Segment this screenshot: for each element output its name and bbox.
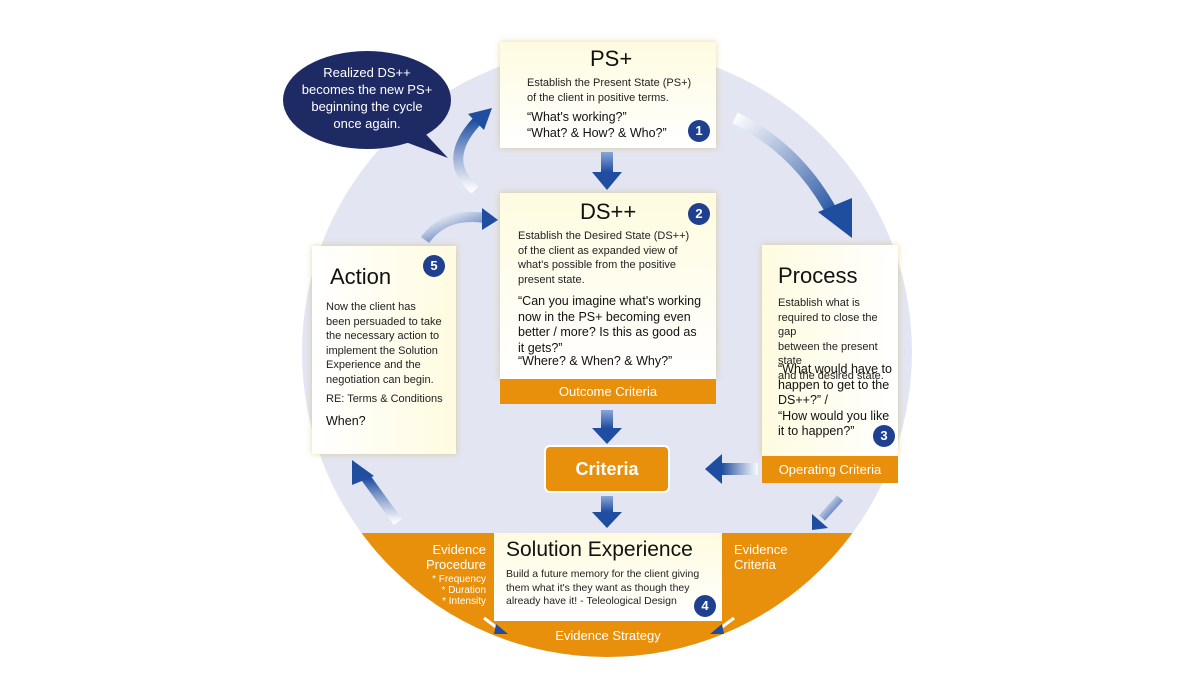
- arrow-solution-to-action: [352, 460, 403, 525]
- criteria-box: Criteria: [546, 447, 668, 491]
- bubble-line: Realized DS++: [323, 65, 411, 80]
- ps-body-line: Establish the Present State (PS+): [527, 77, 692, 89]
- process-question-line: “What would have to: [778, 362, 892, 376]
- step-4-badge: 4: [694, 595, 716, 617]
- ds-question-line: it gets?”: [518, 340, 563, 355]
- arrow-operating-to-criteria: [705, 454, 758, 484]
- solution-body-line: already have it! - Teleological Design: [506, 595, 677, 607]
- evidence-procedure-items: * Frequency * Duration * Intensity: [396, 574, 486, 607]
- solution-body-line: Build a future memory for the client giv…: [506, 568, 700, 580]
- process-body-line: and the desired state.: [778, 369, 884, 382]
- process-body-line: required to close the gap: [778, 311, 878, 339]
- evidence-item: * Intensity: [442, 596, 486, 607]
- process-title: Process: [778, 263, 858, 288]
- evidence-criteria-line: Criteria: [734, 557, 776, 572]
- arrow-ps-to-process: [732, 112, 852, 238]
- arrow-action-to-ds: [420, 208, 498, 244]
- ps-body-line: of the client in positive terms.: [527, 91, 669, 104]
- arrow-ds-to-ps: [453, 108, 492, 194]
- process-question-line: “How would you like: [778, 408, 890, 423]
- action-title: Action: [330, 264, 392, 289]
- arrow-criteria-to-solution: [592, 496, 622, 528]
- action-body-line: implement the Solution: [326, 344, 438, 357]
- ds-description: Establish the Desired State (DS++) of th…: [518, 229, 689, 287]
- ds-question-where: “Where? & When? & Why?”: [518, 354, 673, 368]
- ds-questions: “Can you imagine what's working now in t…: [518, 294, 701, 356]
- ps-title: PS+: [590, 46, 633, 71]
- arrow-procedure-to-strategy: [483, 616, 508, 634]
- step-3-badge: 3: [873, 425, 895, 447]
- speech-bubble: [283, 51, 451, 158]
- action-description: Now the client has been persuaded to tak…: [326, 300, 442, 387]
- ds-question-line: better / more? Is this as good as: [518, 325, 697, 339]
- ds-body-line: present state.: [518, 273, 585, 286]
- ps-card: PS+ Establish the Present State (PS+) of…: [500, 42, 716, 148]
- ps-description: Establish the Present State (PS+) of the…: [527, 76, 691, 105]
- solution-title: Solution Experience: [506, 538, 693, 561]
- ds-body-line: of the client as expanded view of: [518, 244, 678, 257]
- ps-question-line: “What? & How? & Who?”: [527, 125, 667, 140]
- action-when: When?: [326, 414, 366, 428]
- action-terms: RE: Terms & Conditions: [326, 393, 443, 405]
- evidence-item: * Frequency: [432, 574, 486, 585]
- evidence-item: * Duration: [441, 585, 486, 596]
- evidence-strategy: Evidence Strategy: [555, 628, 661, 643]
- action-card: Action 5 Now the client has been persuad…: [312, 246, 456, 454]
- solution-card: Solution Experience Build a future memor…: [494, 533, 722, 621]
- outcome-criteria-bar: Outcome Criteria: [500, 379, 716, 404]
- action-body-line: negotiation can begin.: [326, 373, 434, 386]
- bubble-line: becomes the new PS+: [301, 82, 433, 97]
- process-question-line: DS++?” /: [778, 393, 829, 407]
- arrow-outcome-to-criteria: [592, 410, 622, 444]
- process-body-line: between the present state: [778, 340, 878, 368]
- process-question-line: happen to get to the: [778, 377, 890, 392]
- process-questions: “What would have to happen to get to the…: [778, 362, 892, 440]
- evidence-criteria-line: Evidence: [734, 542, 788, 557]
- ds-body-line: what's possible from the positive: [518, 259, 677, 271]
- process-description: Establish what is required to close the …: [778, 296, 898, 383]
- ps-question-line: “What's working?”: [527, 110, 627, 124]
- ps-questions: “What's working?” “What? & How? & Who?”: [527, 110, 667, 141]
- bubble-line: beginning the cycle: [311, 99, 423, 114]
- step-2-badge: 2: [688, 203, 710, 225]
- arrow-process-to-solution: [812, 495, 843, 530]
- process-question-line: it to happen?”: [778, 424, 855, 438]
- evidence-criteria: Evidence Criteria: [734, 542, 824, 572]
- ds-body-line: Establish the Desired State (DS++): [518, 230, 690, 242]
- action-body-line: the necessary action to: [326, 330, 440, 342]
- arrow-criteria-to-strategy: [710, 616, 735, 634]
- arrow-ps-to-ds: [592, 152, 622, 190]
- step-1-badge: 1: [688, 120, 710, 142]
- bubble-text: Realized DS++ becomes the new PS+ beginn…: [283, 64, 451, 132]
- evidence-procedure-line: Procedure: [426, 557, 486, 572]
- action-body-line: Experience and the: [326, 359, 421, 371]
- process-body-line: Establish what is: [778, 297, 860, 309]
- ds-question-line: now in the PS+ becoming even: [518, 309, 691, 324]
- action-body-line: been persuaded to take: [326, 315, 442, 328]
- bubble-line: once again.: [333, 116, 401, 131]
- ds-title: DS++: [580, 199, 637, 224]
- evidence-procedure: Evidence Procedure * Frequency * Duratio…: [396, 542, 486, 607]
- solution-body-line: them what it's they want as though they: [506, 581, 690, 594]
- ds-question-line: “Can you imagine what's working: [518, 294, 702, 308]
- solution-description: Build a future memory for the client giv…: [506, 568, 699, 609]
- action-body-line: Now the client has: [326, 301, 416, 313]
- operating-criteria-bar: Operating Criteria: [762, 456, 898, 483]
- ds-card: DS++ 2 Establish the Desired State (DS++…: [500, 193, 716, 379]
- evidence-procedure-line: Evidence: [432, 542, 486, 557]
- step-5-badge: 5: [423, 255, 445, 277]
- process-card: Process Establish what is required to cl…: [762, 245, 898, 456]
